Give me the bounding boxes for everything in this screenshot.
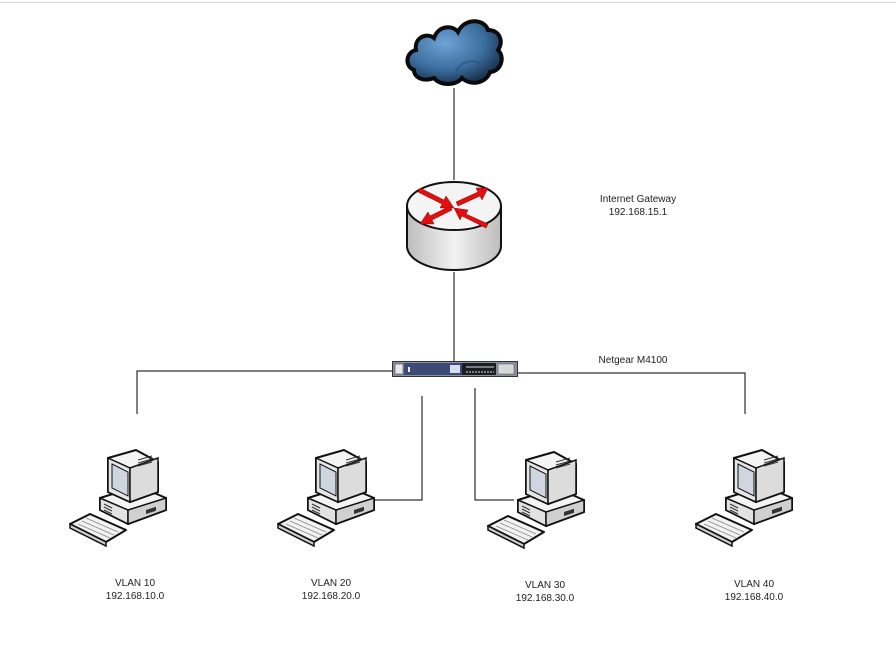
host-label-vlan30: VLAN 30 192.168.30.0 — [490, 579, 600, 605]
vlan-network: 192.168.40.0 — [724, 592, 784, 603]
host-vlan10[interactable] — [66, 448, 170, 553]
internet-cloud[interactable] — [400, 12, 510, 99]
vlan-name: VLAN 40 — [733, 579, 775, 590]
router-icon — [406, 181, 502, 271]
switch-name: Netgear M4100 — [598, 355, 668, 366]
switch[interactable] — [392, 361, 518, 382]
gateway-ip: 192.168.15.1 — [608, 207, 668, 218]
host-vlan20[interactable] — [274, 448, 378, 553]
computer-icon — [695, 449, 793, 547]
computer-icon — [277, 449, 375, 547]
vlan-name: VLAN 10 — [114, 578, 156, 589]
vlan-name: VLAN 20 — [310, 578, 352, 589]
cloud-icon — [405, 19, 504, 86]
host-vlan30[interactable] — [484, 450, 588, 555]
vlan-network: 192.168.10.0 — [105, 591, 165, 602]
host-label-vlan20: VLAN 20 192.168.20.0 — [276, 577, 386, 603]
link-switch-vlan20 — [374, 396, 423, 501]
page-top-border — [0, 2, 896, 3]
vlan-name: VLAN 30 — [524, 580, 566, 591]
link-switch-vlan30 — [474, 388, 514, 501]
computer-icon — [69, 449, 167, 547]
router[interactable] — [404, 176, 504, 281]
computer-icon — [487, 451, 585, 549]
link-switch-vlan40 — [514, 372, 746, 414]
gateway-name: Internet Gateway — [599, 194, 677, 205]
vlan-network: 192.168.30.0 — [515, 593, 575, 604]
link-switch-vlan10 — [136, 370, 394, 414]
switch-icon — [392, 361, 518, 377]
host-label-vlan10: VLAN 10 192.168.10.0 — [80, 577, 190, 603]
host-vlan40[interactable] — [692, 448, 796, 553]
vlan-network: 192.168.20.0 — [301, 591, 361, 602]
switch-label: Netgear M4100 — [583, 354, 683, 367]
gateway-label: Internet Gateway 192.168.15.1 — [583, 193, 693, 219]
host-label-vlan40: VLAN 40 192.168.40.0 — [699, 578, 809, 604]
